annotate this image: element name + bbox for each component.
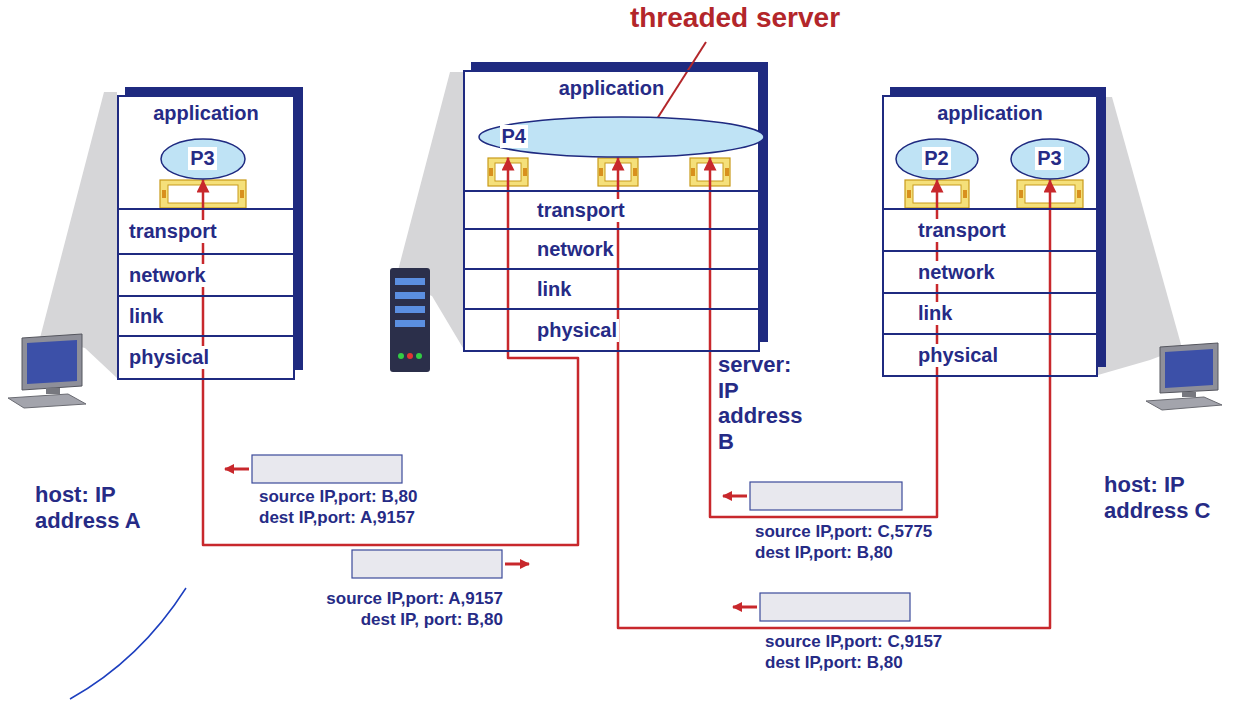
segment-box [352,550,502,578]
layer-band: transport [117,208,295,255]
layer-band: link [463,268,760,310]
layer-name: transport [916,219,1008,242]
host-address: host: IP address A [33,482,147,533]
keyboard [1146,397,1222,410]
process-name: P3 [1035,147,1063,170]
process-ellipse: P4 [478,116,765,158]
process-name: P2 [922,147,950,170]
host-address: server: IP address B [716,352,820,455]
layer-name: physical [916,344,1000,367]
segment-header: source IP,port: C,5775 [753,522,934,542]
layer-name: link [535,278,573,301]
drive-bay [395,278,425,285]
socket-pin [963,190,967,198]
process-name: P4 [500,125,528,148]
segment-box [252,455,402,483]
socket-pin [633,168,637,176]
segment-header: dest IP,port: B,80 [753,543,895,563]
direction-arrow [505,563,529,566]
drive-bay [395,306,425,313]
layer-name: network [916,261,997,284]
status-light [416,353,422,359]
drive-bay [395,320,425,327]
layer-band: P3 application [117,95,295,210]
monitor-frame [1160,343,1218,393]
ellipse-shape [479,117,764,157]
socket-pin [907,190,911,198]
monitor-screen [27,340,77,384]
layer-name: application [151,102,261,125]
socket-pin [691,168,695,176]
keyboard [8,394,86,408]
socket-pin [240,190,244,198]
process-ellipse: P3 [160,138,246,180]
computer-icon [1146,343,1222,410]
segment-header: source IP,port: C,9157 [763,632,944,652]
layer-band: network [463,228,760,270]
segment-header: source IP,port: B,80 [257,487,419,507]
pen-stroke [70,588,186,699]
drive-bay [395,292,425,299]
layer-band: network [117,253,295,297]
layer-band: transport [882,208,1098,252]
process-ellipse: P3 [1010,138,1090,180]
ellipse-shape [1011,139,1089,179]
socket-pin [599,168,603,176]
layer-name: link [127,305,165,328]
process-name: P3 [188,147,216,170]
socket-pin [1019,190,1023,198]
socket-pin [523,168,527,176]
monitor-stand [1182,392,1196,397]
layer-band: network [882,250,1098,294]
direction-arrow [733,606,757,609]
layer-name: network [535,238,616,261]
layer-band: link [882,292,1098,335]
stack-shadow [1098,97,1182,375]
monitor-screen [1165,349,1213,388]
tower-body [390,268,430,372]
layer-name: transport [127,220,219,243]
layer-name: network [127,264,208,287]
layer-name: link [916,302,954,325]
layer-name: transport [535,199,627,222]
process-ellipse: P2 [895,138,979,180]
ellipse-shape [161,139,245,179]
layer-name: application [557,77,667,100]
status-light [398,353,404,359]
socket-pin [725,168,729,176]
layer-band: physical [117,335,295,380]
direction-arrow [723,495,747,498]
monitor-stand [46,388,60,394]
segment-header: dest IP,port: B,80 [763,653,905,673]
server-icon [390,268,430,372]
layer-name: physical [127,346,211,369]
monitor-frame [22,334,82,390]
layer-band: physical [882,333,1098,377]
computer-icon [8,334,86,408]
layer-band: P4 application [463,70,760,192]
layer-name: physical [535,319,619,342]
segment-header: source IP,port: A,9157 [324,589,505,609]
direction-arrow [225,468,249,471]
layer-name: application [935,102,1045,125]
segment-box [760,593,910,621]
segment-header: dest IP,port: A,9157 [257,508,417,528]
socket-pin [489,168,493,176]
callout-label: threaded server [628,2,842,35]
host-address: host: IP address C [1102,472,1216,523]
connection-line [710,158,937,518]
socket-pin [162,190,166,198]
layer-band: link [117,295,295,337]
layer-band: P2 P3 application [882,95,1098,210]
status-light [407,353,413,359]
segment-header: dest IP, port: B,80 [359,610,505,630]
layer-band: physical [463,308,760,352]
segment-box [750,482,902,510]
socket-pin [1077,190,1081,198]
layer-band: transport [463,190,760,230]
ellipse-shape [896,139,978,179]
